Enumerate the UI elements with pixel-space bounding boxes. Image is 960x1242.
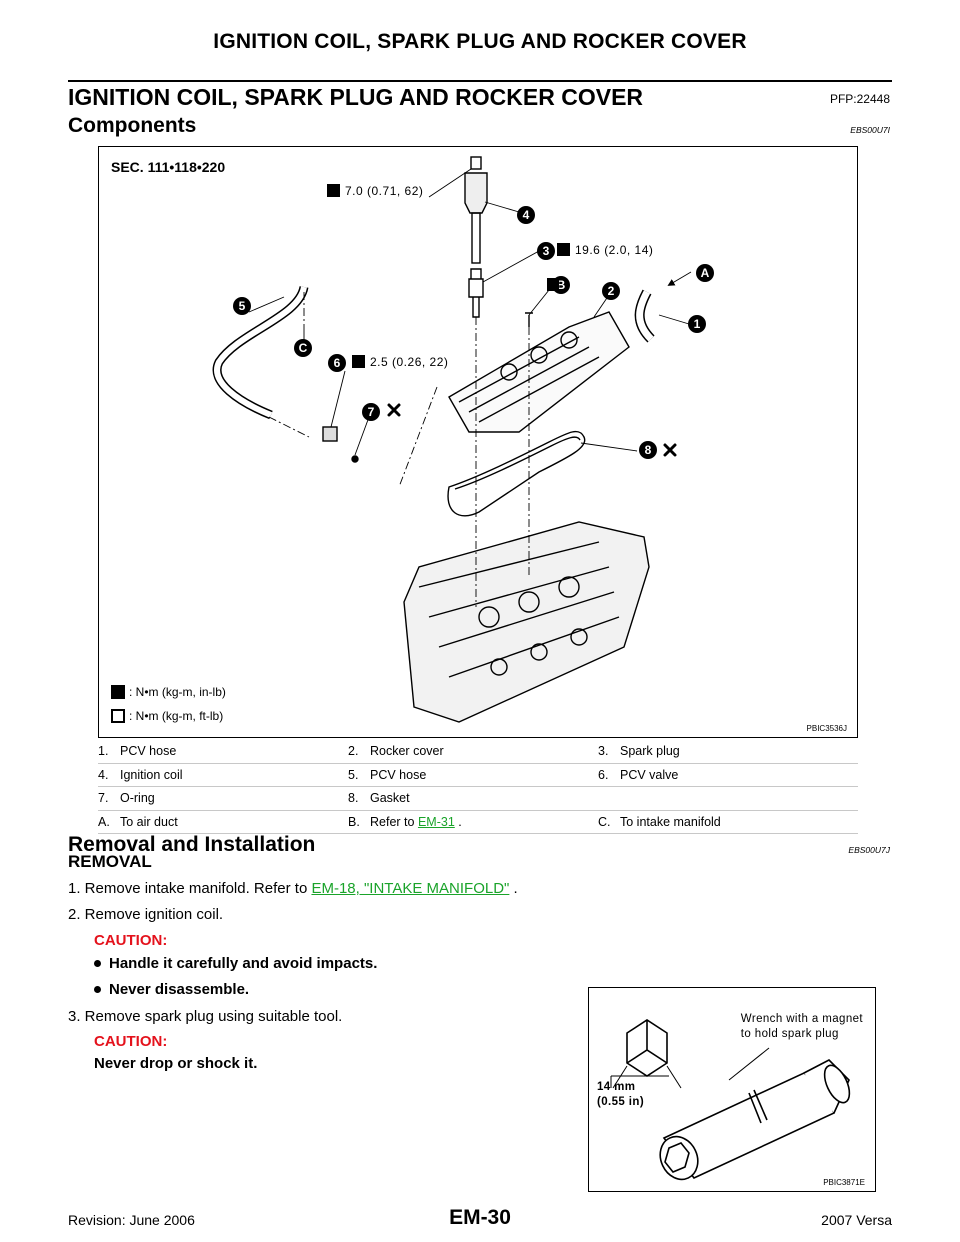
table-row: 1.PCV hose 2.Rocker cover 3.Spark plug xyxy=(98,740,858,764)
torque-wrench-icon xyxy=(547,278,559,291)
caution-label: CAUTION: xyxy=(94,932,168,949)
legend-ft-lb: : N•m (kg-m, ft-lb) xyxy=(111,709,223,723)
marker-4: 4 xyxy=(523,208,530,222)
table-row: A.To air duct B.Refer to EM-31 . C.To in… xyxy=(98,810,858,834)
coil-bolt-shape xyxy=(470,156,482,170)
revision-date: Revision: June 2006 xyxy=(68,1212,195,1228)
spark-plug-wrench-figure: Wrench with a magnet to hold spark plug … xyxy=(588,987,876,1192)
table-row: 4.Ignition coil 5.PCV hose 6.PCV valve xyxy=(98,763,858,787)
torque-wrench-icon xyxy=(557,243,570,256)
vehicle-model: 2007 Versa xyxy=(821,1212,892,1228)
removal-installation-code: EBS00U7J xyxy=(848,845,890,855)
components-code: EBS00U7I xyxy=(850,125,890,135)
marker-a: A xyxy=(701,266,710,280)
torque-wrench-icon xyxy=(352,355,365,368)
components-title: Components xyxy=(68,114,197,137)
table-row: 7.O-ring 8.Gasket xyxy=(98,786,858,811)
section-code: PFP:22448 xyxy=(829,92,890,106)
legend-in-lb: : N•m (kg-m, in-lb) xyxy=(111,685,226,699)
components-figure: 1 2 3 4 5 6 7 8 A B C SEC. 111•118•220 7… xyxy=(98,146,858,738)
step-3: 3. Remove spark plug using suitable tool… xyxy=(68,1008,343,1025)
torque-wrench-icon xyxy=(111,685,125,699)
parts-legend-table: 1.PCV hose 2.Rocker cover 3.Spark plug 4… xyxy=(98,740,858,834)
replace-icon xyxy=(387,403,401,417)
replace-icons xyxy=(387,403,677,457)
step-2: 2. Remove ignition coil. xyxy=(68,906,224,923)
wrench-note: Wrench with a magnet to hold spark plug xyxy=(740,1013,863,1040)
marker-6: 6 xyxy=(334,356,341,370)
torque-pcv-valve: 2.5 (0.26, 22) xyxy=(370,355,449,369)
tool-figure-id: PBIC3871E xyxy=(823,1178,865,1187)
running-title: IGNITION COIL, SPARK PLUG AND ROCKER COV… xyxy=(213,30,747,53)
em-31-link[interactable]: EM-31 xyxy=(417,814,455,829)
marker-b: B xyxy=(557,278,566,292)
marker-3: 3 xyxy=(543,244,550,258)
step-1: 1. Remove intake manifold. Refer to EM-1… xyxy=(68,880,518,897)
caution-bullet-1: Handle it carefully and avoid impacts. xyxy=(94,955,377,972)
caution-bullet-2: Never disassemble. xyxy=(94,981,249,998)
marker-2: 2 xyxy=(608,284,615,298)
page-number: EM-30 xyxy=(449,1206,511,1229)
marker-5: 5 xyxy=(239,299,246,313)
removal-installation-title: Removal and Installation xyxy=(68,833,316,856)
wrench-drawing xyxy=(610,1019,851,1181)
header-rule xyxy=(68,80,892,82)
intake-manifold-link[interactable]: EM-18, "INTAKE MANIFOLD" xyxy=(311,880,510,897)
ignition-coil-shape xyxy=(464,172,488,214)
exploded-view-drawing: 1 2 3 4 5 6 7 8 A B C xyxy=(212,156,714,723)
marker-1: 1 xyxy=(694,317,701,331)
torque-wrench-icon xyxy=(327,184,340,197)
torque-spark-plug: 19.6 (2.0, 14) xyxy=(575,243,654,257)
marker-7: 7 xyxy=(368,405,375,419)
marker-8: 8 xyxy=(645,443,652,457)
removal-subtitle: REMOVAL xyxy=(68,852,152,871)
sec-label: SEC. 111•118•220 xyxy=(111,159,226,175)
caution-label-2: CAUTION: xyxy=(94,1033,168,1050)
replace-icon xyxy=(663,443,677,457)
marker-c: C xyxy=(299,341,308,355)
figure-id: PBIC3536J xyxy=(806,724,847,733)
section-title: IGNITION COIL, SPARK PLUG AND ROCKER COV… xyxy=(68,84,644,110)
torque-coil: 7.0 (0.71, 62) xyxy=(345,184,424,198)
wrench-dimension: 14 mm (0.55 in) xyxy=(597,1081,645,1108)
caution-text-2: Never drop or shock it. xyxy=(94,1055,258,1072)
torque-wrench-outline-icon xyxy=(111,709,125,723)
